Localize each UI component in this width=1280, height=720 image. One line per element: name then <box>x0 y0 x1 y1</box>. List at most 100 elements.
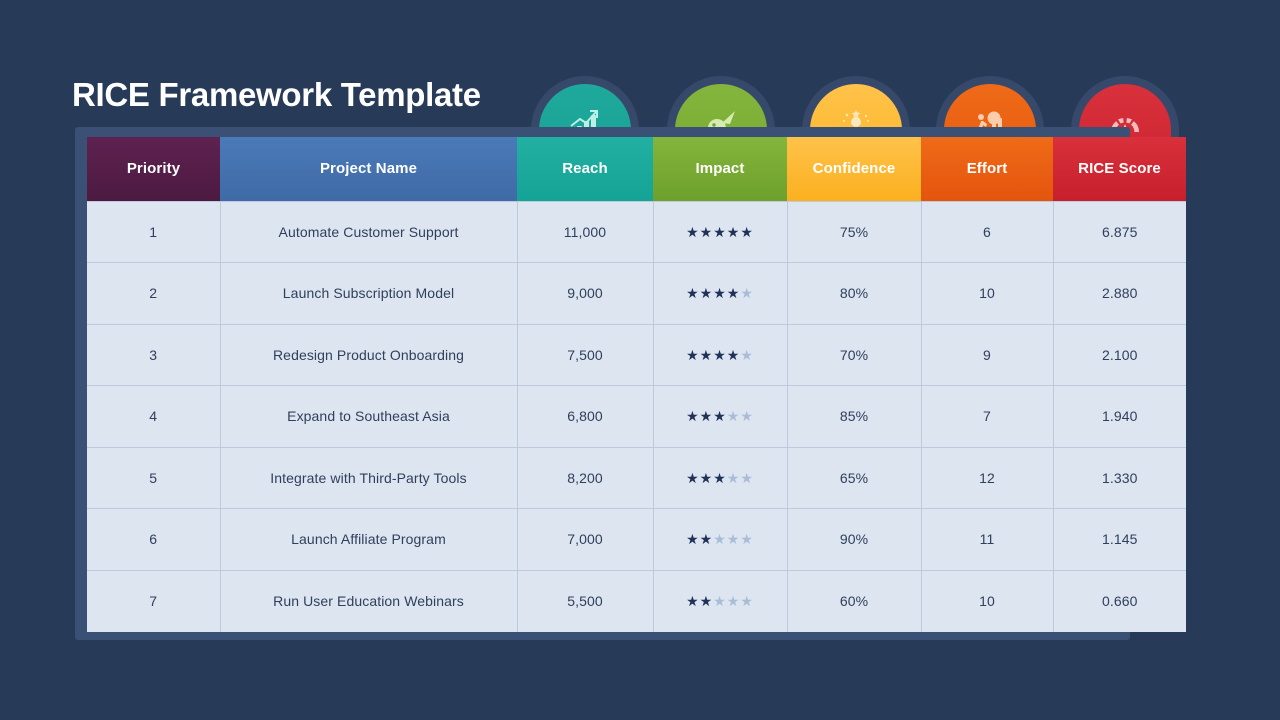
cell-rice-score: 2.100 <box>1052 323 1186 386</box>
cell-impact-rating: ★★★★★ <box>652 385 788 448</box>
column-header-impact[interactable]: Impact <box>653 137 787 201</box>
star-icon: ★ <box>699 408 714 425</box>
cell-reach: 11,000 <box>516 200 654 263</box>
column-header-reach[interactable]: Reach <box>517 137 653 201</box>
star-icon: ★ <box>740 469 754 486</box>
cell-rice-score: 0.660 <box>1052 569 1186 632</box>
page-title: RICE Framework Template <box>72 76 481 113</box>
cell-priority: 3 <box>87 323 221 386</box>
column-header-priority[interactable]: Priority <box>87 137 220 201</box>
cell-rice-score: 1.940 <box>1052 385 1186 448</box>
cell-reach: 5,500 <box>516 569 654 632</box>
star-icon: ★ <box>699 593 714 609</box>
cell-effort: 7 <box>920 385 1054 448</box>
column-header-rice-score[interactable]: RICE Score <box>1053 137 1186 201</box>
cell-rice-score: 2.880 <box>1052 262 1186 325</box>
star-rating: ★★★★★ <box>686 531 754 547</box>
cell-impact-rating: ★★★★★ <box>652 569 788 632</box>
cell-confidence: 80% <box>786 262 922 325</box>
star-icon: ★ <box>713 408 727 425</box>
star-icon: ★ <box>713 531 727 548</box>
star-icon: ★ <box>686 469 700 486</box>
cell-effort: 6 <box>920 200 1054 263</box>
cell-rice-score: 1.145 <box>1052 508 1186 571</box>
star-icon: ★ <box>726 285 741 302</box>
star-icon: ★ <box>713 346 727 363</box>
cell-priority: 5 <box>87 446 221 509</box>
cell-reach: 6,800 <box>516 385 654 448</box>
cell-effort: 10 <box>920 262 1054 325</box>
cell-priority: 7 <box>87 569 221 632</box>
star-icon: ★ <box>740 408 754 425</box>
star-rating: ★★★★★ <box>686 347 754 363</box>
star-icon: ★ <box>699 346 714 363</box>
cell-priority: 2 <box>87 262 221 325</box>
cell-reach: 9,000 <box>516 262 654 325</box>
column-header-confidence[interactable]: Confidence <box>787 137 921 201</box>
star-icon: ★ <box>686 408 700 425</box>
table-header-row: Priority Project Name Reach Impact Confi… <box>87 137 1186 201</box>
cell-project-name: Launch Subscription Model <box>219 262 518 325</box>
cell-project-name: Launch Affiliate Program <box>219 508 518 571</box>
cell-project-name: Run User Education Webinars <box>219 569 518 632</box>
cell-confidence: 90% <box>786 508 922 571</box>
cell-rice-score: 6.875 <box>1052 200 1186 263</box>
star-icon: ★ <box>713 223 727 240</box>
star-rating: ★★★★★ <box>686 470 754 486</box>
cell-impact-rating: ★★★★★ <box>652 262 788 325</box>
star-icon: ★ <box>686 285 700 302</box>
cell-confidence: 75% <box>786 200 922 263</box>
cell-confidence: 65% <box>786 446 922 509</box>
cell-project-name: Expand to Southeast Asia <box>219 385 518 448</box>
star-rating: ★★★★★ <box>686 408 754 424</box>
star-icon: ★ <box>699 469 714 486</box>
cell-priority: 4 <box>87 385 221 448</box>
star-rating: ★★★★★ <box>686 593 754 609</box>
star-icon: ★ <box>726 469 741 486</box>
star-icon: ★ <box>726 346 741 363</box>
cell-impact-rating: ★★★★★ <box>652 200 788 263</box>
cell-reach: 7,000 <box>516 508 654 571</box>
cell-impact-rating: ★★★★★ <box>652 446 788 509</box>
cell-effort: 12 <box>920 446 1054 509</box>
star-icon: ★ <box>686 593 700 609</box>
cell-impact-rating: ★★★★★ <box>652 508 788 571</box>
star-icon: ★ <box>740 223 754 240</box>
cell-reach: 7,500 <box>516 323 654 386</box>
cell-effort: 9 <box>920 323 1054 386</box>
cell-project-name: Automate Customer Support <box>219 200 518 263</box>
cell-reach: 8,200 <box>516 446 654 509</box>
star-icon: ★ <box>699 285 714 302</box>
cell-priority: 1 <box>87 200 221 263</box>
rice-framework-table: Priority Project Name Reach Impact Confi… <box>87 137 1186 632</box>
star-icon: ★ <box>740 346 754 363</box>
column-header-project[interactable]: Project Name <box>220 137 517 201</box>
cell-rice-score: 1.330 <box>1052 446 1186 509</box>
cell-project-name: Redesign Product Onboarding <box>219 323 518 386</box>
column-header-effort[interactable]: Effort <box>921 137 1053 201</box>
star-icon: ★ <box>740 531 754 548</box>
star-icon: ★ <box>726 593 741 609</box>
cell-confidence: 85% <box>786 385 922 448</box>
star-icon: ★ <box>686 531 700 548</box>
cell-impact-rating: ★★★★★ <box>652 323 788 386</box>
star-rating: ★★★★★ <box>686 224 754 240</box>
cell-priority: 6 <box>87 508 221 571</box>
star-icon: ★ <box>699 223 714 240</box>
cell-confidence: 60% <box>786 569 922 632</box>
star-icon: ★ <box>740 285 754 302</box>
star-icon: ★ <box>740 593 754 609</box>
star-icon: ★ <box>713 285 727 302</box>
cell-confidence: 70% <box>786 323 922 386</box>
star-icon: ★ <box>686 223 700 240</box>
star-icon: ★ <box>713 593 727 609</box>
